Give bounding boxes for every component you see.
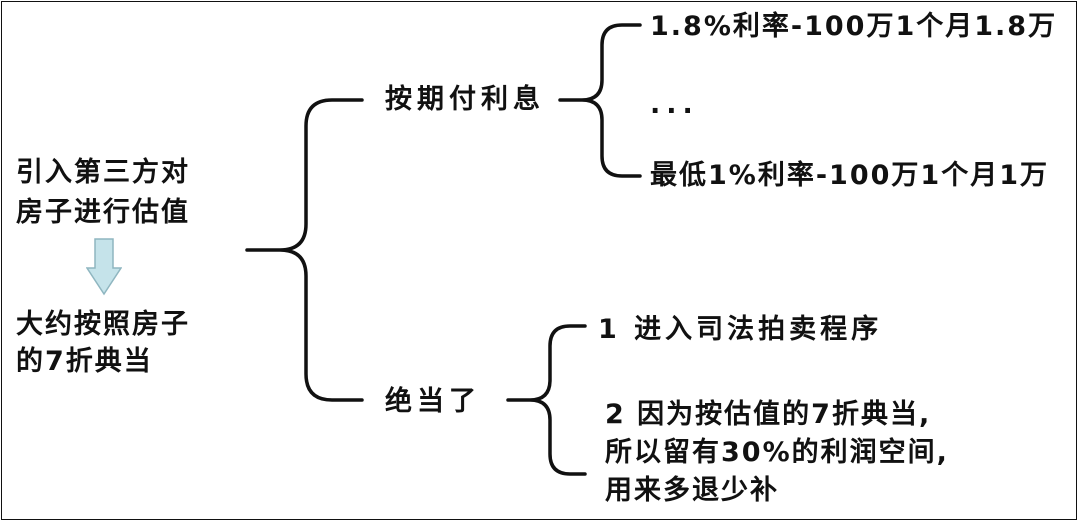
default-brace [506,324,587,476]
main-brace [245,98,364,402]
root-result-line-1: 大约按照房子 [16,309,190,340]
pay-brace [558,23,642,178]
root-label-line-2: 房子进行估值 [16,197,190,228]
down-arrow-icon [86,238,122,296]
branch-default-label: 绝当了 [385,386,481,417]
pay-item-2: ... [650,89,699,120]
default-item-2-line-3: 用来多退少补 [605,475,779,506]
root-result-line-2: 的7折典当 [16,346,153,377]
root-label-line-1: 引入第三方对 [16,157,190,188]
default-item-2-line-1: 2 因为按估值的7折典当, [605,399,932,430]
pay-item-1: 1.8%利率-100万1个月1.8万 [650,11,1058,42]
pay-item-3: 最低1%利率-100万1个月1万 [650,160,1049,191]
default-item-1: 1 进入司法拍卖程序 [598,314,883,345]
branch-pay-label: 按期付利息 [385,84,545,115]
default-item-2-line-2: 所以留有30%的利润空间, [605,437,949,468]
